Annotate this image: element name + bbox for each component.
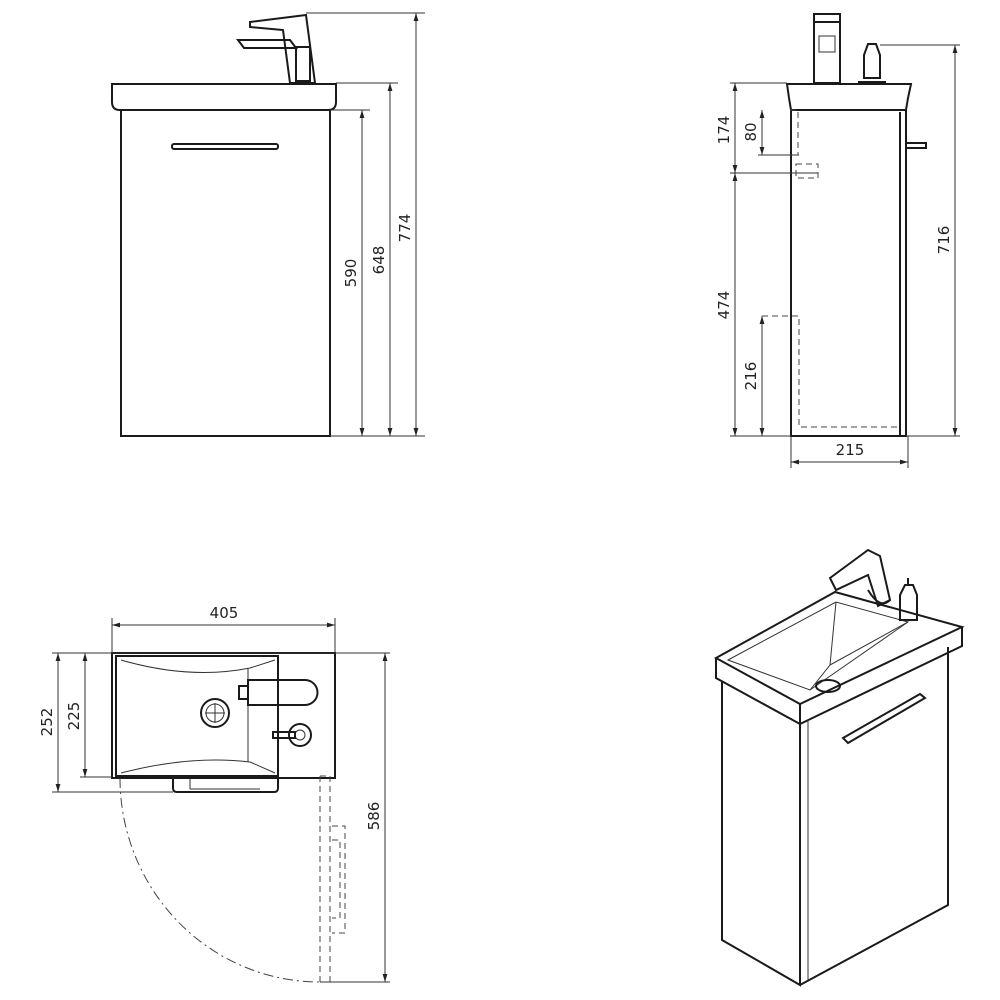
soap-dispenser-iso bbox=[899, 578, 918, 621]
side-dimensions: 174 80 474 216 716 215 bbox=[715, 44, 960, 468]
door-handle bbox=[171, 143, 279, 150]
basin-side bbox=[785, 83, 913, 111]
cabinet-side-iso bbox=[721, 682, 801, 987]
plan-view: 405 252 225 586 bbox=[38, 604, 390, 983]
dim-648: 648 bbox=[370, 246, 388, 275]
plan-dimensions: 405 252 225 586 bbox=[38, 604, 390, 983]
handle-top bbox=[172, 778, 279, 793]
dim-586: 586 bbox=[365, 802, 383, 831]
dim-474: 474 bbox=[715, 291, 733, 320]
drain bbox=[200, 698, 230, 728]
dim-80: 80 bbox=[742, 122, 760, 141]
dim-216: 216 bbox=[742, 362, 760, 391]
dim-225: 225 bbox=[65, 702, 83, 731]
soap-dispenser-top bbox=[288, 723, 312, 747]
handle-iso bbox=[841, 692, 927, 745]
cabinet-door bbox=[120, 109, 331, 437]
door-swing-arc bbox=[119, 777, 321, 983]
basin-front bbox=[111, 83, 337, 111]
drain-iso bbox=[815, 679, 841, 693]
dim-215: 215 bbox=[836, 441, 865, 459]
cabinet-front-iso bbox=[799, 647, 949, 986]
isometric-view bbox=[713, 548, 965, 987]
faucet-iso bbox=[828, 548, 892, 608]
dim-252: 252 bbox=[38, 708, 56, 737]
cabinet-side bbox=[790, 109, 907, 437]
front-view: 590 648 774 bbox=[111, 12, 425, 437]
faucet-top bbox=[247, 679, 319, 706]
soap-dispenser-side bbox=[858, 43, 886, 83]
handle-side bbox=[905, 142, 927, 149]
dim-405: 405 bbox=[210, 604, 239, 622]
dim-590: 590 bbox=[342, 259, 360, 288]
dim-174: 174 bbox=[715, 116, 733, 145]
dim-774: 774 bbox=[396, 214, 414, 243]
dim-716: 716 bbox=[935, 226, 953, 255]
basin-bowl bbox=[115, 655, 279, 777]
side-view: 174 80 474 216 716 215 bbox=[715, 13, 960, 468]
faucet bbox=[236, 13, 317, 84]
front-dimensions: 590 648 774 bbox=[306, 12, 425, 437]
faucet-side bbox=[813, 13, 841, 84]
